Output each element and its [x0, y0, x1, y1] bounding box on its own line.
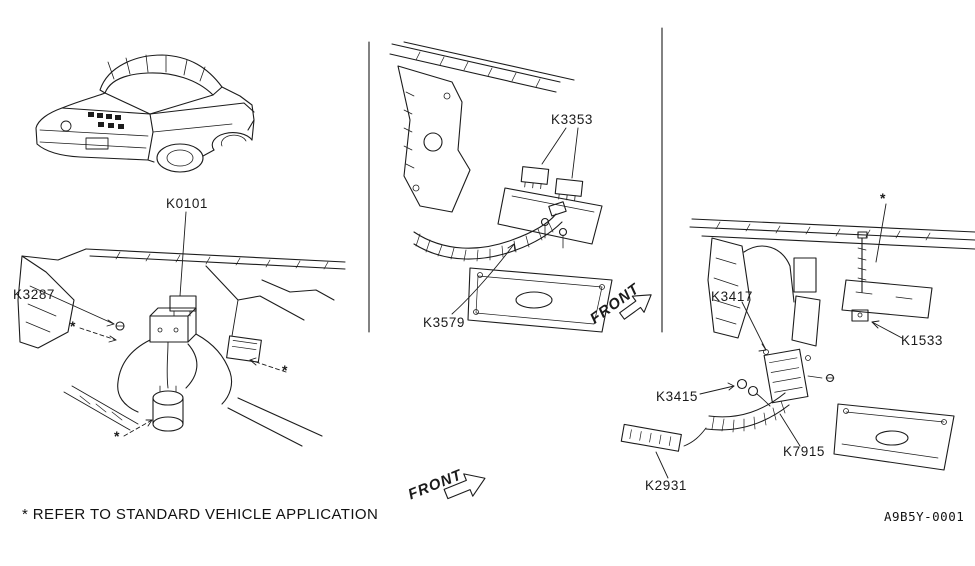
callout-k2931: K2931 [645, 478, 688, 493]
asterisk-marker: * [70, 318, 76, 334]
footnote-text: * REFER TO STANDARD VEHICLE APPLICATION [22, 506, 379, 523]
asterisk-marker: * [114, 428, 120, 444]
callout-k3579: K3579 [423, 315, 466, 330]
callout-k1533: K1533 [901, 333, 944, 348]
asterisk-marker: * [282, 362, 288, 378]
right-diagram-art [620, 203, 975, 479]
document-id: A9B5Y-0001 [884, 509, 965, 524]
callout-k3353: K3353 [551, 112, 594, 127]
tail-lamp-squares [88, 112, 124, 129]
left-diagram-art [17, 211, 346, 447]
car-illustration [35, 54, 255, 173]
callout-k0101: K0101 [166, 196, 209, 211]
middle-diagram-art [368, 27, 663, 333]
asterisk-marker: * [880, 190, 886, 206]
front-arrow-bottom [443, 473, 486, 500]
callout-k3417: K3417 [711, 289, 754, 304]
callout-k3287: K3287 [13, 287, 56, 302]
callout-k7915: K7915 [783, 444, 826, 459]
callout-k3415: K3415 [656, 389, 699, 404]
